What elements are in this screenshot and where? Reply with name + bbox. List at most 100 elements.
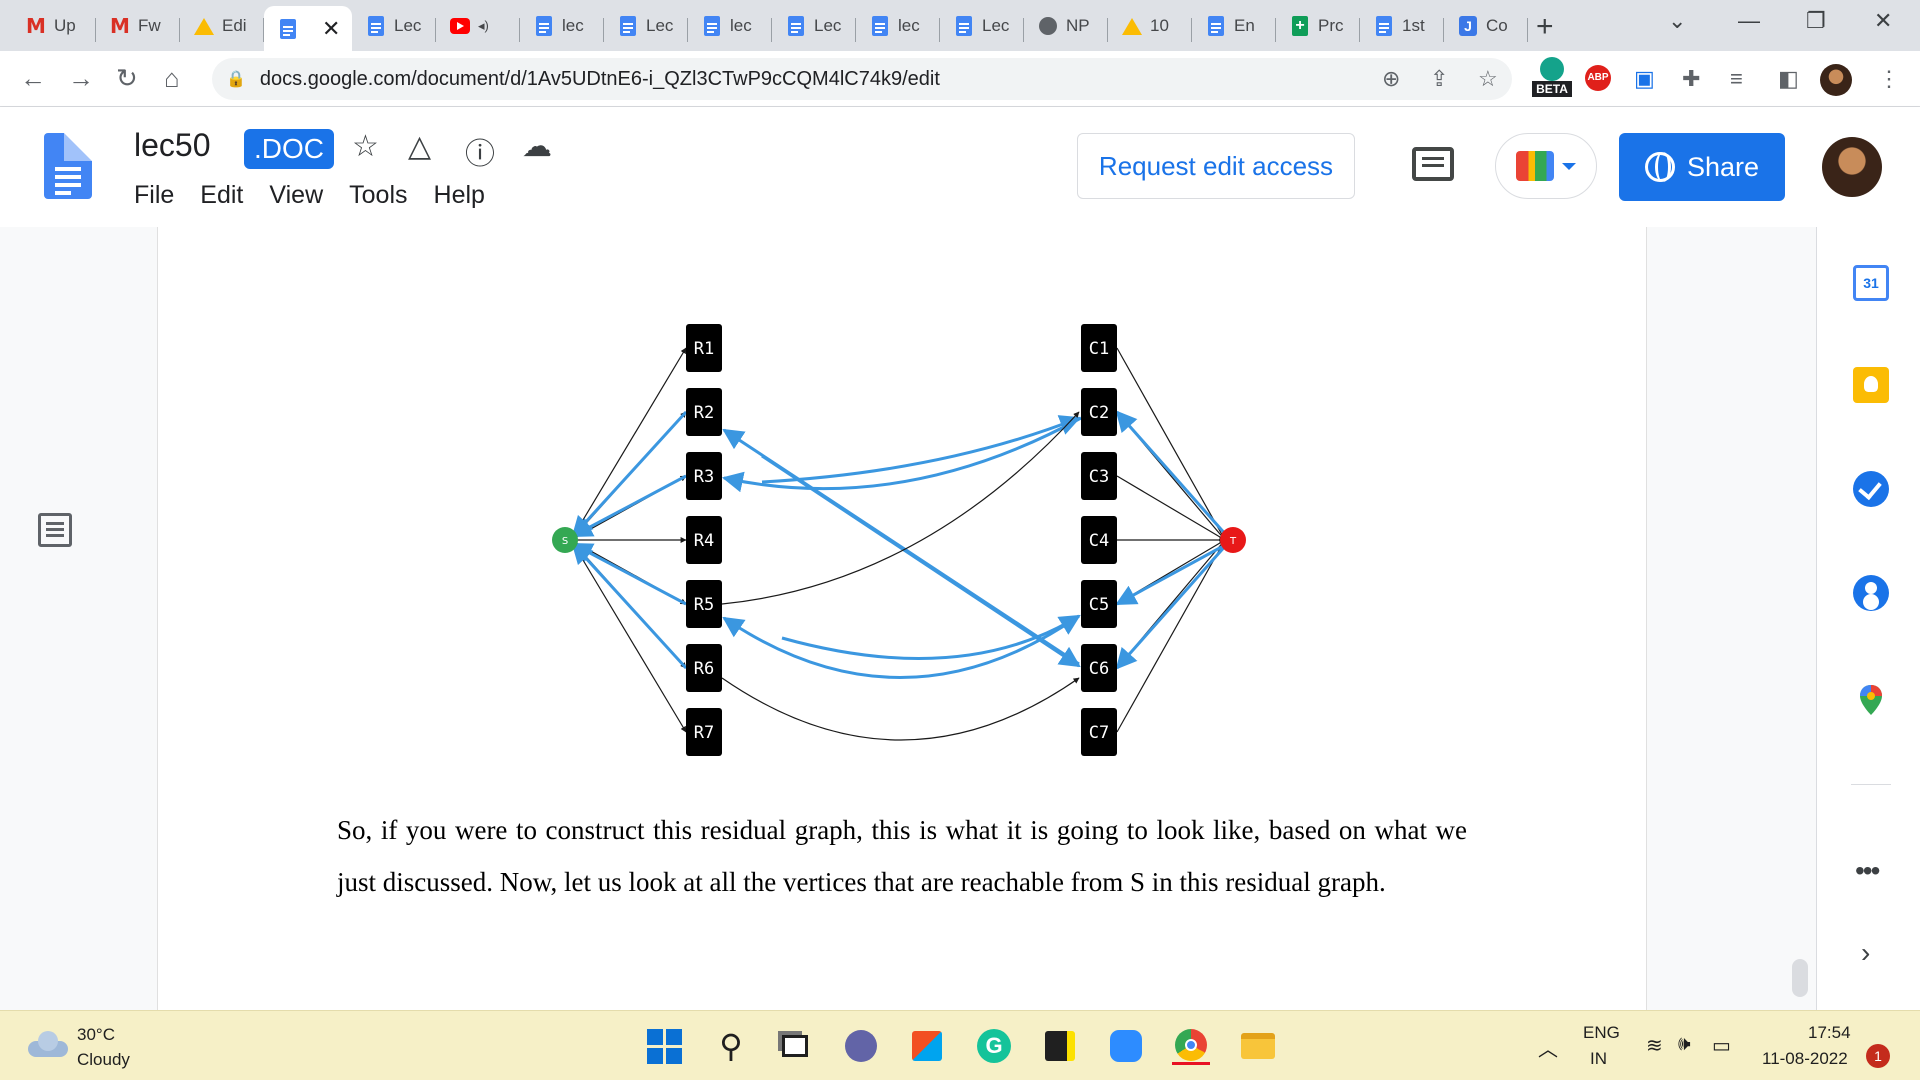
menu-help[interactable]: Help xyxy=(433,181,485,209)
wifi-icon[interactable]: ≋ xyxy=(1646,1035,1663,1057)
language-indicator-bottom[interactable]: IN xyxy=(1590,1049,1607,1068)
tab-title: Prc xyxy=(1318,16,1344,35)
address-bar[interactable]: 🔒 docs.google.com/document/d/1Av5UDtnE6-… xyxy=(212,58,1512,100)
notification-badge[interactable]: 1 xyxy=(1866,1044,1890,1068)
cloud-saved-icon[interactable]: ☁ xyxy=(522,130,552,163)
lock-icon[interactable]: 🔒 xyxy=(226,71,246,88)
chrome-icon[interactable] xyxy=(1172,1027,1210,1065)
browser-tab[interactable]: Lec xyxy=(604,8,688,44)
calendar-icon[interactable]: 31 xyxy=(1853,265,1889,301)
screencast-extension-icon[interactable]: ▣ xyxy=(1634,66,1655,91)
docs-icon xyxy=(870,16,890,36)
battery-icon[interactable]: ▭ xyxy=(1712,1035,1731,1057)
bookmark-star-icon[interactable]: ☆ xyxy=(1478,66,1498,91)
tab-audio-icon[interactable]: ◂) xyxy=(478,18,489,33)
task-view-icon[interactable] xyxy=(776,1027,814,1065)
star-icon[interactable]: ☆ xyxy=(352,130,379,163)
profile-avatar[interactable] xyxy=(1820,64,1852,96)
grammarly-beta-extension-icon[interactable]: BETA xyxy=(1532,57,1572,97)
browser-tab[interactable]: +Prc xyxy=(1276,8,1360,44)
volume-icon[interactable]: 🕪 xyxy=(1678,1033,1691,1055)
browser-tab[interactable]: Lec xyxy=(940,8,1024,44)
keep-icon[interactable] xyxy=(1853,367,1889,403)
menu-view[interactable]: View xyxy=(269,181,324,209)
scrollbar-thumb[interactable] xyxy=(1792,959,1808,997)
more-addons-icon[interactable]: ••• xyxy=(1855,855,1880,886)
new-tab-button[interactable]: + xyxy=(1536,10,1554,43)
browser-tab[interactable]: lec xyxy=(856,8,940,44)
back-button[interactable]: ← xyxy=(20,63,46,93)
document-title[interactable]: lec50 xyxy=(134,127,211,163)
cloud-icon[interactable] xyxy=(28,1031,68,1057)
browser-tab[interactable]: Lec xyxy=(352,8,436,44)
browser-tab[interactable]: 10 xyxy=(1108,8,1192,44)
body-paragraph[interactable]: So, if you were to construct this residu… xyxy=(337,815,1467,897)
adblock-extension-icon[interactable]: ABP xyxy=(1585,65,1611,91)
browser-tab[interactable]: ◂) xyxy=(436,8,520,44)
browser-tab[interactable]: 1st xyxy=(1360,8,1444,44)
menu-file[interactable]: File xyxy=(134,181,175,209)
browser-tab[interactable]: lec xyxy=(688,8,772,44)
close-tab-icon[interactable]: ✕ xyxy=(322,15,341,41)
search-icon[interactable]: ⚲ xyxy=(719,1028,743,1064)
grammarly-icon[interactable]: G xyxy=(975,1027,1013,1065)
menu-tools[interactable]: Tools xyxy=(349,181,408,209)
edge-c5-r5 xyxy=(722,614,1080,679)
tab-title: lec xyxy=(898,16,920,35)
browser-tab[interactable]: lec xyxy=(520,8,604,44)
browser-tab[interactable]: ✕ xyxy=(264,6,352,51)
browser-tab[interactable]: NP xyxy=(1024,8,1108,44)
tab-title: Up xyxy=(54,16,76,35)
zoom-app-icon[interactable] xyxy=(1107,1027,1145,1065)
share-page-icon[interactable]: ⇪ xyxy=(1430,66,1449,91)
document-outline-icon[interactable] xyxy=(38,513,72,547)
maps-icon[interactable] xyxy=(1860,685,1882,715)
request-edit-access-button[interactable]: Request edit access xyxy=(1077,133,1355,199)
meet-button[interactable] xyxy=(1495,133,1597,199)
media-controls-icon[interactable]: ≡ xyxy=(1730,66,1743,91)
tasks-icon[interactable] xyxy=(1853,471,1889,507)
minimize-button[interactable]: — xyxy=(1738,8,1760,33)
clock-date[interactable]: 11-08-2022 xyxy=(1762,1049,1848,1068)
sink-node-label: T xyxy=(1229,536,1237,547)
document-details-icon[interactable]: ⓘ xyxy=(465,138,495,171)
zoom-icon[interactable]: ⊕ xyxy=(1382,66,1401,91)
teams-chat-icon[interactable] xyxy=(842,1027,880,1065)
reload-button[interactable]: ↻ xyxy=(116,63,138,93)
document-page xyxy=(157,227,1647,1010)
clock-time[interactable]: 17:54 xyxy=(1808,1023,1851,1042)
browser-menu-icon[interactable]: ⋮ xyxy=(1878,66,1900,91)
browser-tab[interactable]: En xyxy=(1192,8,1276,44)
language-indicator-top[interactable]: ENG xyxy=(1583,1023,1620,1042)
side-panel-icon[interactable]: ◧ xyxy=(1778,66,1799,91)
contacts-icon[interactable] xyxy=(1853,575,1889,611)
store-icon[interactable] xyxy=(908,1027,946,1065)
expand-side-panel-icon[interactable]: › xyxy=(1861,937,1871,968)
tab-search-icon[interactable]: ⌄ xyxy=(1668,8,1687,33)
show-hidden-icons-chevron-icon[interactable]: ︿ xyxy=(1538,1039,1558,1061)
home-button[interactable]: ⌂ xyxy=(164,63,180,93)
tab-title: NP xyxy=(1066,16,1090,35)
move-to-drive-icon[interactable]: △ xyxy=(408,130,432,163)
account-avatar[interactable] xyxy=(1822,137,1882,197)
browser-tab[interactable]: Edi xyxy=(180,8,264,44)
extensions-puzzle-icon[interactable]: ✚ xyxy=(1682,66,1701,91)
forward-button[interactable]: → xyxy=(68,63,94,93)
menu-edit[interactable]: Edit xyxy=(200,181,244,209)
restore-button[interactable]: ❐ xyxy=(1806,8,1826,33)
comment-history-icon[interactable] xyxy=(1412,147,1454,181)
docs-logo-icon[interactable] xyxy=(44,133,92,199)
weather-temperature[interactable]: 30°C xyxy=(77,1025,115,1044)
sticky-notes-icon[interactable] xyxy=(1041,1027,1079,1065)
youtube-icon xyxy=(450,16,470,36)
weather-description[interactable]: Cloudy xyxy=(77,1050,130,1069)
browser-tab[interactable]: Lec xyxy=(772,8,856,44)
start-button[interactable] xyxy=(645,1027,683,1065)
file-explorer-icon[interactable] xyxy=(1239,1027,1277,1065)
source-node: S xyxy=(552,527,578,553)
share-button[interactable]: Share xyxy=(1619,133,1785,201)
close-window-button[interactable]: ✕ xyxy=(1874,8,1893,33)
